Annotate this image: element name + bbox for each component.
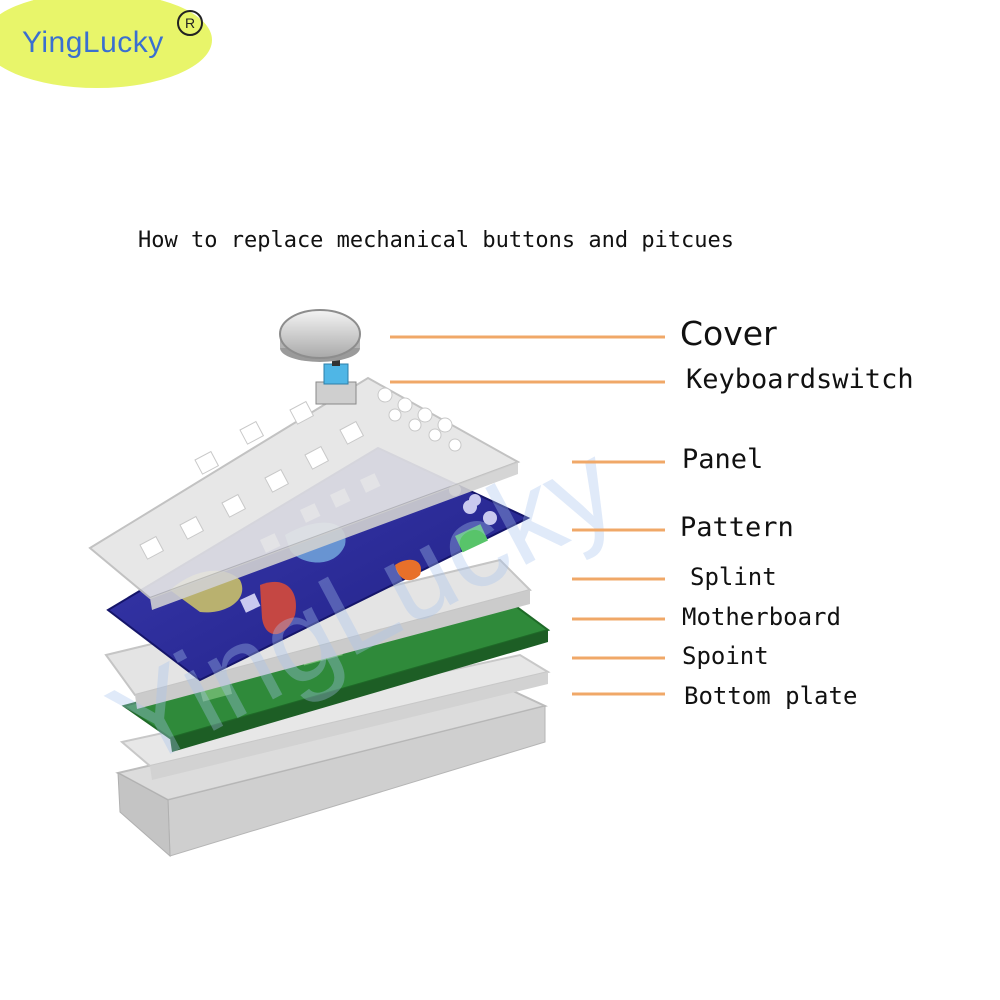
label-keyboardswitch: Keyboardswitch [686,364,914,395]
label-panel: Panel [682,444,763,475]
cover-button-cap [280,310,360,362]
label-bottom-plate: Bottom plate [684,682,857,710]
label-splint: Splint [690,563,777,591]
label-spoint: Spoint [682,642,769,670]
label-motherboard: Motherboard [682,603,841,631]
label-pattern: Pattern [680,512,794,543]
label-cover: Cover [680,314,777,353]
keyboard-switch-part [316,356,356,404]
